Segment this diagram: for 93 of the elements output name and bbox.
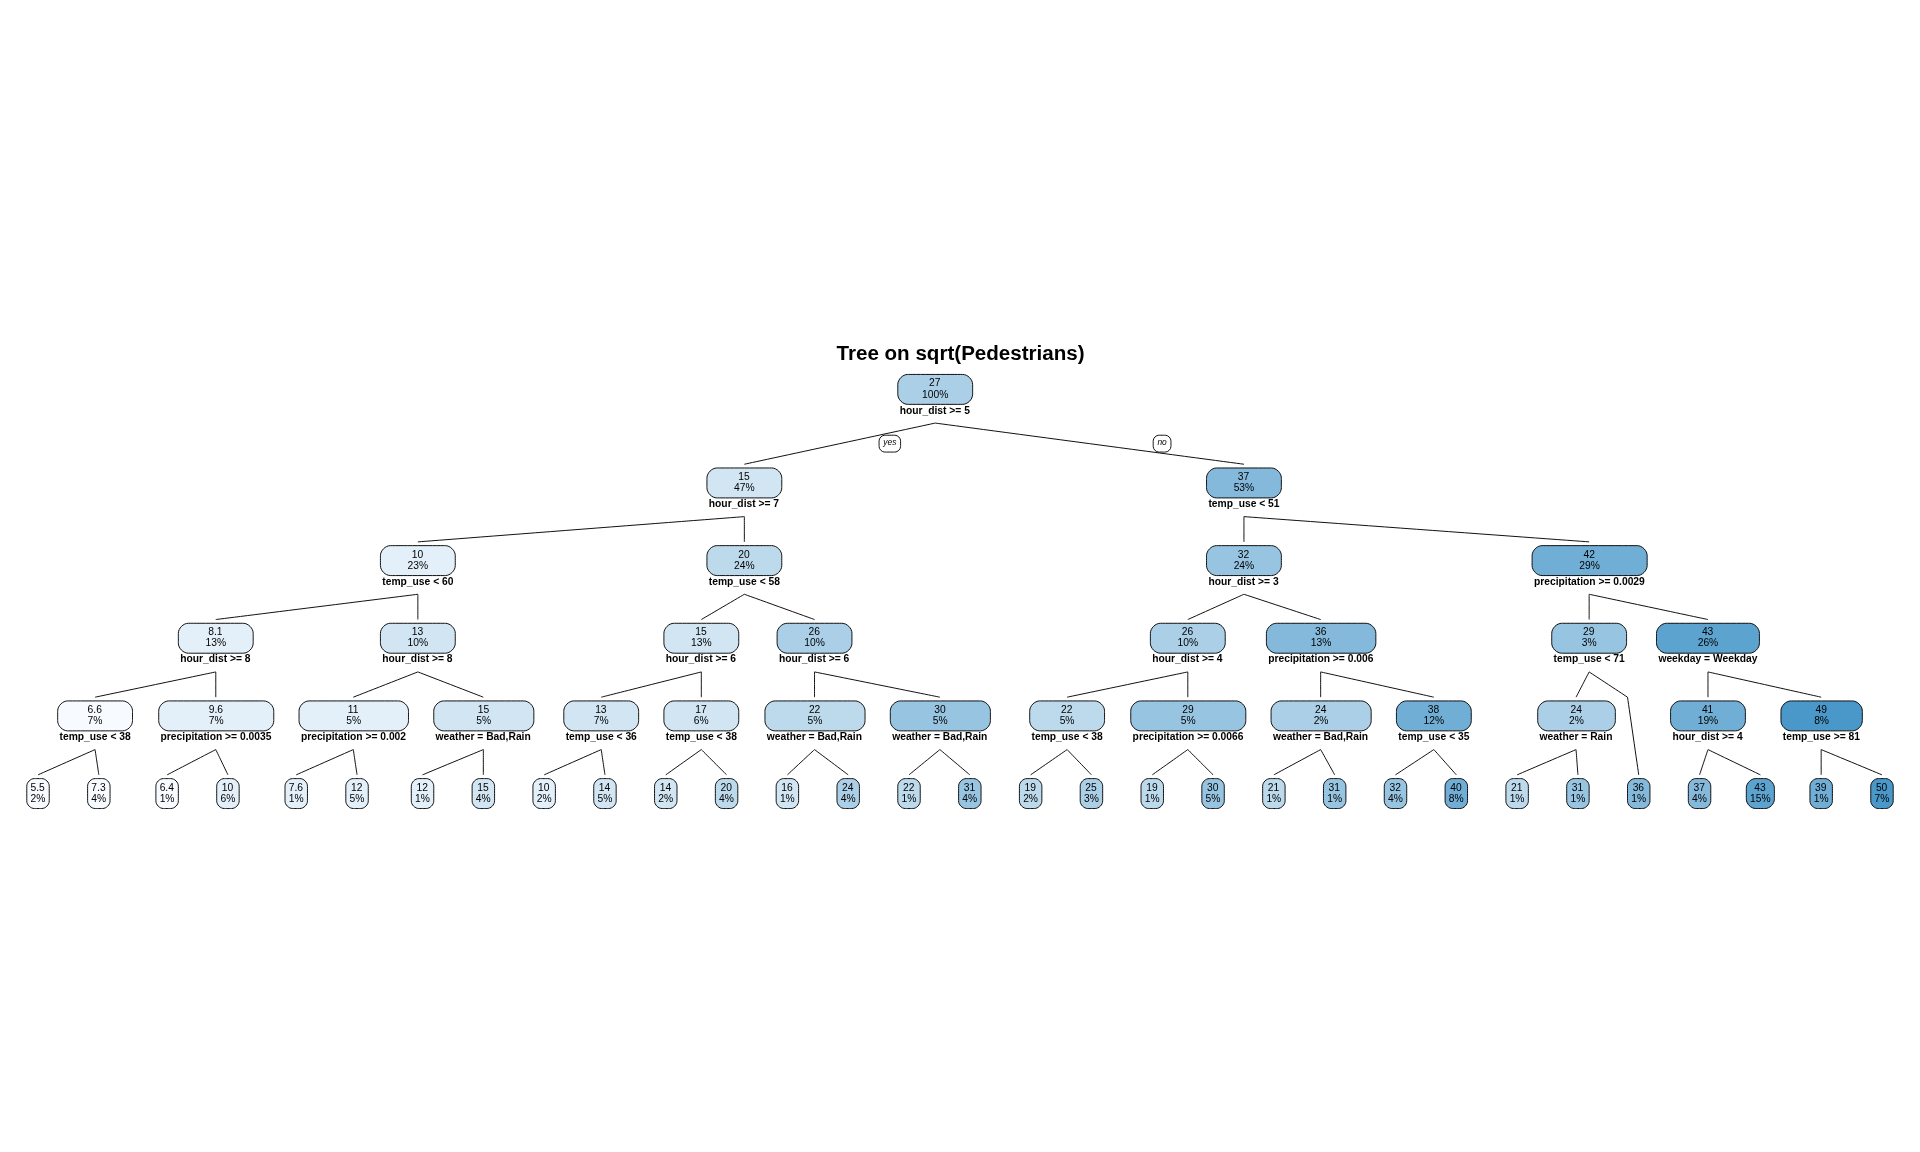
- connector: [417, 670, 484, 698]
- connector: [215, 670, 217, 698]
- edge-label: no: [1157, 436, 1167, 447]
- connector: [1516, 748, 1577, 775]
- connector: [814, 670, 815, 698]
- node-label: hour_dist >= 5: [899, 404, 970, 416]
- connector: [422, 748, 484, 775]
- connector: [1820, 748, 1883, 775]
- connector: [215, 593, 419, 620]
- connector: [1320, 670, 1435, 698]
- connector: [1588, 593, 1709, 620]
- node-label: weather = Rain: [1539, 730, 1613, 742]
- connector: [1243, 515, 1590, 542]
- node-label: weather = Bad,Rain: [892, 730, 988, 742]
- connector: [1395, 748, 1435, 775]
- node-label: temp_use < 38: [665, 730, 737, 742]
- node-label: temp_use >= 81: [1782, 730, 1860, 742]
- connector: [1707, 670, 1709, 698]
- connector: [939, 748, 971, 775]
- node-label: weather = Bad,Rain: [766, 730, 862, 742]
- node-label: hour_dist >= 7: [708, 497, 780, 509]
- connector: [1187, 593, 1245, 620]
- connector: [814, 670, 941, 698]
- connector: [600, 670, 702, 698]
- connector: [352, 748, 358, 775]
- connector: [908, 748, 941, 775]
- node-label: precipitation >= 0.0035: [160, 730, 272, 742]
- diagram-title: Tree on sqrt(Pedestrians): [836, 340, 1085, 364]
- connector: [1187, 670, 1189, 698]
- connector: [1575, 748, 1579, 775]
- connector: [600, 748, 606, 775]
- connector: [1820, 748, 1822, 775]
- connector: [1707, 670, 1822, 698]
- connector: [743, 422, 936, 465]
- node-label: hour_dist >= 4: [1152, 652, 1223, 664]
- connector: [215, 748, 229, 775]
- connector: [814, 748, 849, 775]
- connector: [743, 593, 815, 620]
- node-label: precipitation >= 0.0066: [1132, 730, 1244, 742]
- connector: [417, 515, 745, 542]
- node-label: temp_use < 35: [1398, 730, 1470, 742]
- connector: [665, 748, 702, 775]
- connector: [1243, 515, 1245, 542]
- node-label: hour_dist >= 4: [1672, 730, 1743, 742]
- connector: [295, 748, 354, 775]
- node-label: temp_use < 38: [59, 730, 131, 742]
- node-label: weekday = Weekday: [1658, 652, 1758, 664]
- connector: [1707, 748, 1761, 775]
- connector: [700, 748, 728, 775]
- connector: [482, 748, 484, 775]
- node-label: weather = Bad,Rain: [1272, 730, 1369, 742]
- node-label: precipitation >= 0.002: [300, 730, 407, 742]
- connector: [700, 593, 745, 620]
- connector: [94, 670, 217, 698]
- connector: [934, 422, 1245, 465]
- connector: [1588, 593, 1590, 620]
- node-label: temp_use < 36: [565, 730, 637, 742]
- node-label: weather = Bad,Rain: [435, 730, 531, 742]
- connector: [37, 748, 96, 775]
- connector: [1320, 748, 1336, 775]
- connector: [94, 748, 100, 775]
- connector: [743, 515, 745, 542]
- connector: [1243, 593, 1322, 620]
- connector: [1575, 670, 1590, 698]
- edge-label: yes: [883, 436, 897, 447]
- connector: [1433, 748, 1457, 775]
- connector: [1588, 670, 1640, 775]
- connector: [1187, 748, 1214, 775]
- connector: [1273, 748, 1322, 775]
- node-label: hour_dist >= 8: [382, 652, 453, 664]
- connector: [352, 670, 419, 698]
- node-label: hour_dist >= 3: [1208, 575, 1279, 587]
- node-label: hour_dist >= 6: [665, 652, 737, 664]
- node-label: temp_use < 60: [382, 575, 454, 587]
- connector: [166, 748, 217, 775]
- node-label: temp_use < 58: [708, 575, 780, 587]
- connector: [1066, 748, 1092, 775]
- node-label: hour_dist >= 8: [180, 652, 251, 664]
- node-label: precipitation >= 0.0029: [1533, 575, 1645, 587]
- connector: [1066, 670, 1189, 698]
- connector: [1151, 748, 1189, 775]
- connector: [786, 748, 815, 775]
- node-label: precipitation >= 0.006: [1268, 652, 1374, 664]
- connector: [700, 670, 702, 698]
- connector: [1030, 748, 1068, 775]
- connector: [1699, 748, 1709, 775]
- connector: [1320, 670, 1322, 698]
- node-label: hour_dist >= 6: [778, 652, 850, 664]
- node-label: temp_use < 38: [1031, 730, 1103, 742]
- connector: [417, 593, 419, 620]
- node-label: temp_use < 71: [1553, 652, 1625, 664]
- node-label: temp_use < 51: [1208, 497, 1280, 509]
- connector: [543, 748, 602, 775]
